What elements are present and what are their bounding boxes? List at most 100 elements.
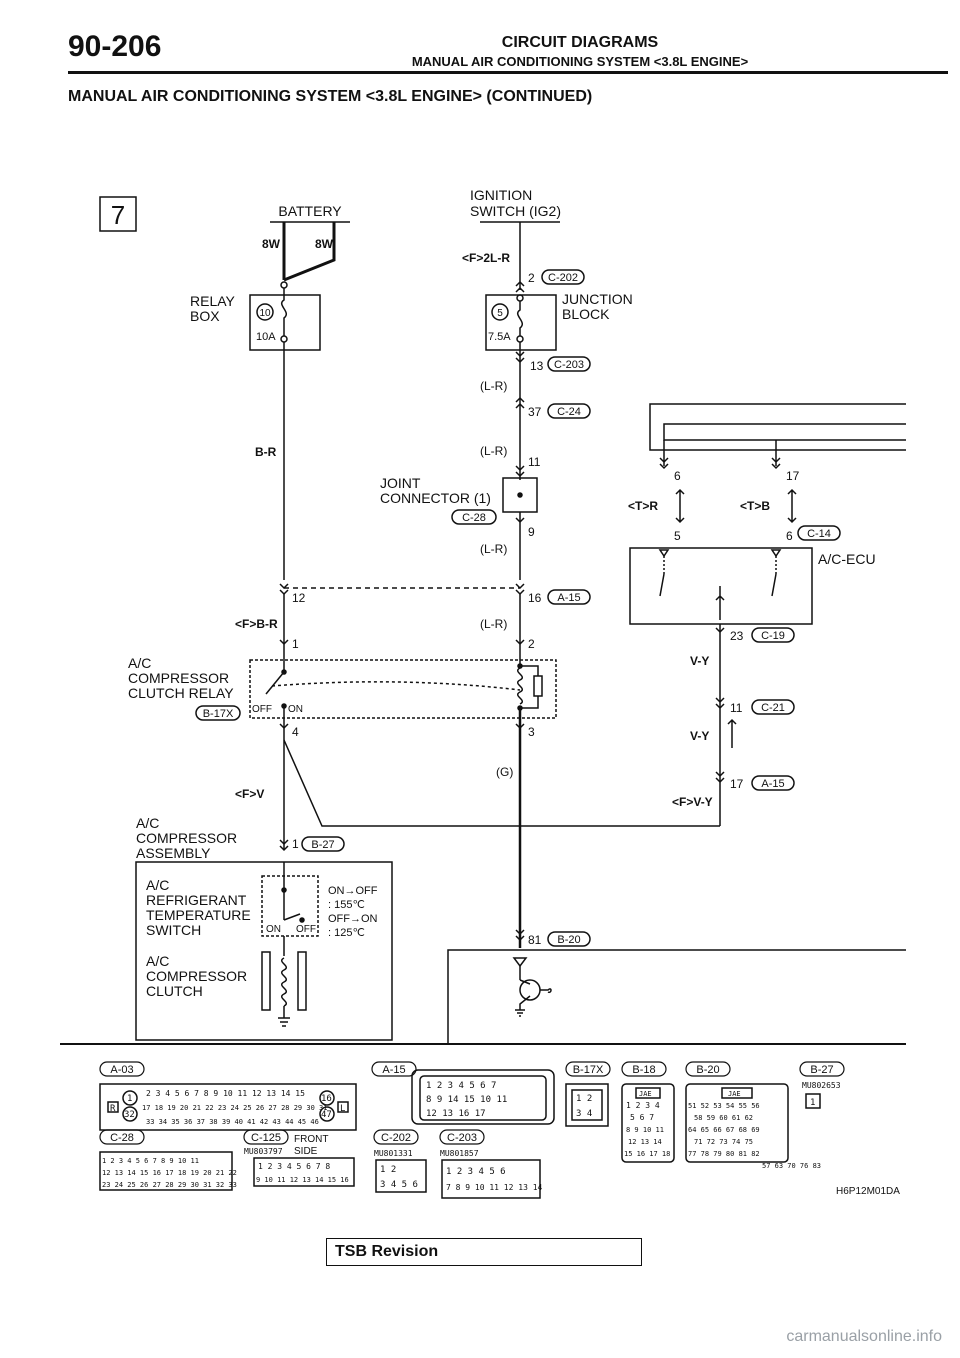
- wire-v-y-arrow: [727, 718, 737, 748]
- fuse-10-top: [280, 281, 288, 289]
- legend-b18-jae-box: [635, 1087, 661, 1099]
- switch-note-1: ON→OFF: [328, 885, 378, 897]
- ecm-box: [447, 949, 906, 1044]
- fuse-10-bottom: [280, 335, 288, 343]
- connector-c28: C-28: [462, 512, 486, 524]
- header-rule: [68, 71, 948, 74]
- legend-c125-outline: [253, 1157, 355, 1187]
- connector-chevron-tr: [659, 457, 669, 470]
- battery-label: BATTERY: [278, 203, 342, 219]
- connector-a15b: A-15: [761, 778, 784, 790]
- refrig-switch-arm: [283, 913, 301, 921]
- relay-label-3: CLUTCH RELAY: [128, 685, 234, 701]
- connector-c21: C-21: [761, 702, 785, 714]
- legend-b27-code: MU802653: [802, 1081, 841, 1090]
- legend-a03-pin47: 47: [321, 1110, 332, 1120]
- page-subtitle: MANUAL AIR CONDITIONING SYSTEM <3.8L ENG…: [411, 54, 749, 69]
- connector-a15-tag: [547, 589, 591, 605]
- wire-fv-label: <F>V: [235, 787, 264, 801]
- legend-c28-row3: 23 24 25 26 27 28 29 30 31 32 33: [102, 1181, 237, 1189]
- legend-c202-code: MU801331: [374, 1149, 413, 1158]
- legend-c125-row1: 1 2 3 4 5 6 7 8: [258, 1162, 330, 1171]
- ecm-transistor: [519, 979, 541, 1001]
- joint-dot: [517, 492, 523, 498]
- legend-b18-row5: 15 16 17 18: [624, 1150, 670, 1158]
- connector-chevron-b20: [515, 929, 525, 942]
- legend-c125-row2: 9 10 11 12 13 14 15 16: [256, 1176, 349, 1184]
- connector-b17x-tag: [195, 705, 241, 721]
- connector-c14: C-14: [807, 528, 831, 540]
- connector-b17x: B-17X: [203, 708, 234, 720]
- legend-tag-b-18: B-18: [632, 1064, 655, 1076]
- clutch-plate-left: [261, 951, 271, 1011]
- pin-c203: 13: [530, 359, 544, 373]
- legend-tag-outline: [439, 1129, 485, 1145]
- legend-c28-outline: [99, 1151, 233, 1191]
- legend-c202-row2: 3 4 5 6: [380, 1180, 418, 1190]
- legend-tag-c-202: C-202: [381, 1132, 411, 1144]
- legend-c203-row2: 7 8 9 10 11 12 13 14: [446, 1183, 543, 1192]
- wire-t-b-arrow: [787, 488, 797, 524]
- switch-note-2: : 155℃: [328, 899, 365, 911]
- fuse-10-rating: 10A: [256, 331, 276, 343]
- pin-tr-5: 5: [674, 529, 681, 543]
- legend-b20-outline: [685, 1083, 789, 1163]
- relay-coil-link: [271, 681, 521, 691]
- legend-a15-outline: [411, 1069, 555, 1125]
- ecu-harness-outer: [649, 403, 906, 451]
- connector-chevron-c202: [515, 280, 525, 293]
- connector-c24-tag: [547, 403, 591, 419]
- pin-joint-9: 9: [528, 525, 535, 539]
- wire-tr-label: <T>R: [628, 499, 658, 513]
- wire-b-r-label: B-R: [255, 445, 277, 459]
- ecu-internal: [659, 573, 777, 620]
- refrig-on-label: ON: [266, 924, 281, 935]
- connector-a15b-tag: [751, 775, 795, 791]
- pin-a15b: 17: [730, 777, 744, 791]
- connector-c28-tag: [451, 509, 497, 525]
- switch-note-3: OFF→ON: [328, 913, 378, 925]
- clutch-coil: [281, 957, 287, 1007]
- pin-relay-3: 3: [528, 725, 535, 739]
- joint-label-2: CONNECTOR (1): [380, 490, 491, 506]
- wire-g-label: (G): [496, 765, 513, 779]
- assembly-label-1: A/C: [136, 815, 159, 831]
- connector-chevron-c203: [515, 351, 525, 364]
- legend-c28-row1: 1 2 3 4 5 6 7 8 9 10 11: [102, 1157, 199, 1165]
- refrig-switch-box: [261, 875, 319, 937]
- legend-a03-pin1-circle: [122, 1090, 138, 1106]
- legend-a03-pin1: 1: [127, 1094, 132, 1104]
- legend-tag-outline: [99, 1061, 145, 1077]
- connector-chevron-tb: [771, 457, 781, 470]
- relay-switch-arm: [265, 671, 285, 695]
- wire-fbr-label: <F>B-R: [235, 617, 278, 631]
- page-marker: 7: [111, 200, 125, 230]
- joint-label-1: JOINT: [380, 475, 421, 491]
- legend-c125-side-1: FRONT: [294, 1134, 328, 1145]
- legend-a03-r: R: [110, 1104, 116, 1114]
- wire-tb-label: <T>B: [740, 499, 770, 513]
- legend-a03-r-box: [107, 1101, 119, 1113]
- legend-b17x-outline: [565, 1083, 609, 1127]
- wire-lr-label-4: (L-R): [480, 617, 507, 631]
- pin-b20: 81: [528, 933, 542, 947]
- legend-b18-row3: 8 9 10 11: [626, 1126, 664, 1134]
- legend-tag-b-27: B-27: [810, 1064, 833, 1076]
- legend-b17x-row2: 3 4: [576, 1109, 592, 1119]
- ignition-label-2: SWITCH (IG2): [470, 203, 561, 219]
- pin-b27: 1: [292, 837, 299, 851]
- junction-label-2: BLOCK: [562, 306, 610, 322]
- connector-a15: A-15: [557, 592, 580, 604]
- relay-resistor: [533, 675, 543, 697]
- legend-c28-row2: 12 13 14 15 16 17 18 19 20 21 22: [102, 1169, 237, 1177]
- connector-c14-tag: [797, 525, 841, 541]
- legend-c202-row1: 1 2: [380, 1165, 396, 1175]
- pin-relay-4: 4: [292, 725, 299, 739]
- connector-c19-tag: [751, 627, 795, 643]
- connector-chevron-a15b: [715, 771, 725, 784]
- relay-pin-2-chevron: [515, 639, 525, 646]
- legend-tag-outline: [621, 1061, 667, 1077]
- legend-tag-outline: [685, 1061, 731, 1077]
- ecm-transistor-leads: [519, 979, 552, 1010]
- relay-coil: [517, 667, 523, 705]
